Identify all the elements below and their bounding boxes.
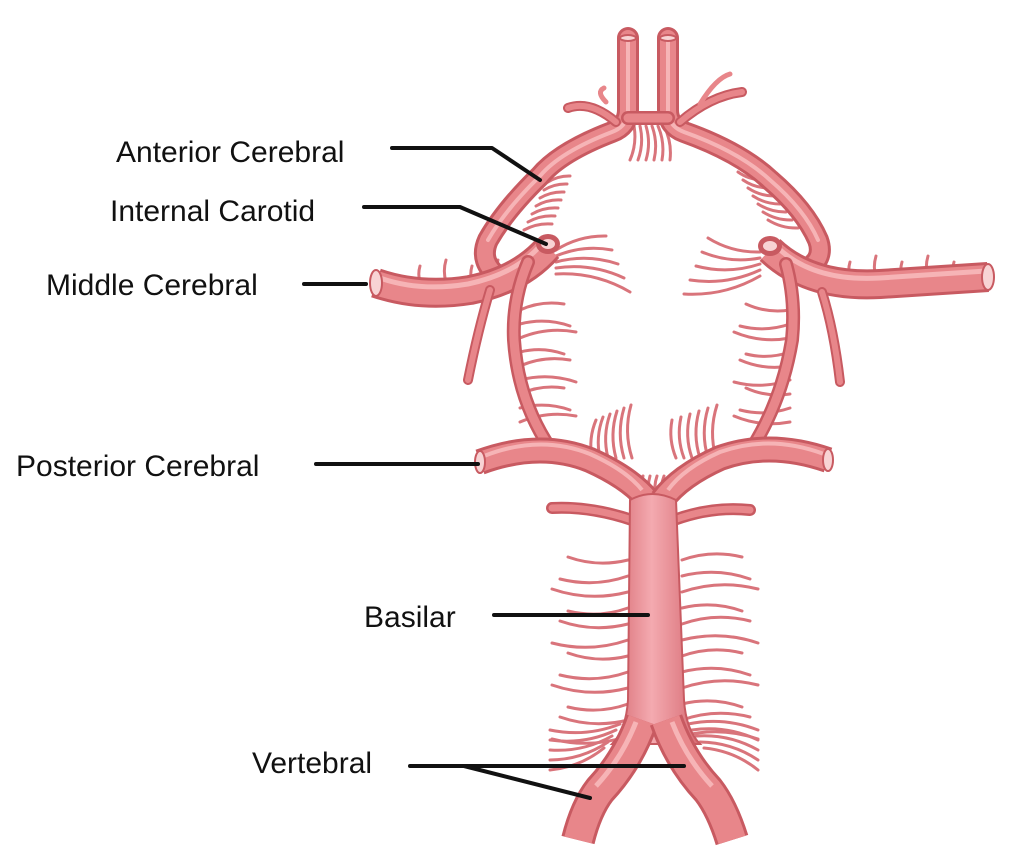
perforating-branch	[626, 403, 634, 460]
perforating-branch	[558, 619, 630, 630]
perforating-branch	[534, 198, 563, 208]
perforating-branch	[526, 214, 557, 224]
perforating-branch	[694, 734, 760, 752]
perforating-branch	[554, 265, 626, 280]
perforating-branch	[732, 330, 792, 342]
perforating-branch	[548, 734, 614, 752]
perforating-branch	[680, 711, 752, 722]
perforating-branch	[636, 124, 644, 162]
perforating-branch	[690, 727, 760, 742]
perforating-branch	[518, 328, 578, 340]
perforating-branch	[686, 719, 760, 732]
perforating-branch	[554, 246, 614, 258]
perforating-branch	[558, 670, 630, 681]
perforating-branch	[518, 412, 578, 424]
perforating-branch	[530, 206, 560, 216]
perforating-branch	[669, 418, 678, 460]
perforating-branch	[744, 302, 792, 313]
posterior-communicating-arteries	[506, 255, 801, 455]
perforating-branch	[554, 234, 608, 252]
perforating-branch	[698, 740, 760, 762]
perforating-branch	[542, 182, 569, 192]
perforating-branch	[550, 638, 630, 649]
perforating-branch	[604, 412, 612, 460]
perforating-branch	[611, 409, 619, 460]
leader-anterior-cerebral	[390, 146, 542, 182]
perforating-branch	[558, 715, 630, 726]
perforating-branch	[644, 124, 651, 162]
perforating-branch	[656, 124, 665, 162]
perforating-branch	[680, 552, 744, 562]
perforating-branch	[518, 357, 572, 368]
label-internal-carotid: Internal Carotid	[110, 195, 316, 228]
perforating-branches	[417, 124, 956, 772]
perforating-branch	[628, 124, 637, 162]
perforating-branch	[688, 268, 762, 283]
perforating-branch	[694, 262, 762, 272]
perforating-branch	[680, 648, 744, 658]
label-basilar: Basilar	[364, 601, 456, 634]
leader-lines	[302, 146, 686, 800]
perforating-branch	[550, 683, 630, 694]
perforating-branch	[680, 583, 760, 594]
perforating-branch	[680, 699, 744, 709]
posterior-cerebral-arteries	[474, 436, 834, 526]
perforating-branch	[548, 722, 622, 735]
perforating-branch	[548, 746, 606, 772]
perforating-branch	[550, 587, 630, 598]
perforating-branch	[518, 301, 566, 312]
perforating-branch	[682, 274, 762, 296]
label-middle-cerebral: Middle Cerebral	[46, 269, 258, 302]
perforating-branch	[518, 319, 572, 328]
perforating-branch	[680, 603, 744, 613]
perforating-branch	[554, 272, 632, 294]
perforating-branch	[518, 348, 566, 356]
perforating-branch	[558, 574, 630, 585]
leader-vertebral-left	[462, 764, 592, 800]
perforating-branch	[738, 322, 792, 331]
perforating-branch	[694, 409, 702, 460]
perforating-branch	[518, 375, 578, 384]
perforating-branch	[761, 210, 794, 222]
perforating-branch	[548, 740, 610, 762]
perforating-branch	[751, 194, 782, 206]
perforating-branch	[680, 666, 752, 677]
anterior-cerebral-arteries	[474, 27, 831, 289]
label-vertebral: Vertebral	[252, 747, 373, 780]
perforating-branch	[677, 415, 686, 460]
perforating-branch	[522, 222, 554, 232]
perforating-branch	[680, 615, 752, 626]
perforating-branch	[566, 702, 630, 712]
vertebral-arteries	[561, 714, 749, 846]
perforating-branch	[700, 250, 762, 262]
perforating-branch	[538, 190, 566, 200]
label-posterior-cerebral: Posterior Cerebral	[16, 450, 260, 483]
perforating-branch	[650, 124, 658, 162]
perforating-branch	[744, 386, 792, 397]
perforating-branch	[618, 406, 626, 460]
perforating-branch	[706, 236, 762, 254]
perforating-branch	[686, 412, 694, 460]
perforating-branch	[702, 746, 760, 772]
perforating-branch	[766, 218, 800, 230]
perforating-branch	[548, 728, 618, 743]
perforating-branch	[566, 555, 630, 565]
perforating-branch	[680, 570, 752, 581]
perforating-branch	[566, 651, 630, 661]
perforating-branch	[680, 679, 760, 690]
perforating-branch	[756, 202, 788, 214]
perforating-branch	[554, 256, 620, 266]
leader-internal-carotid	[362, 205, 548, 246]
label-anterior-cerebral: Anterior Cerebral	[116, 136, 345, 169]
perforating-branch	[680, 634, 760, 645]
